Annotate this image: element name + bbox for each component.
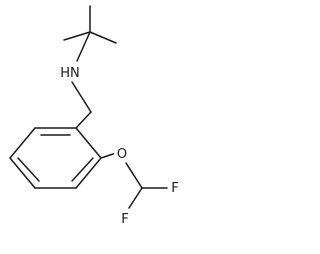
atom-label-fluorine-1: F: [171, 181, 178, 196]
ring-bond-6: [75, 127, 102, 159]
structure-canvas: HN O F F: [9, 5, 179, 227]
ring-bond-3: [9, 157, 36, 189]
ring-bond-2: [9, 127, 36, 159]
molecule-structure: HN O F F: [9, 5, 179, 227]
bond-tbu-methyl-left: [63, 31, 91, 41]
ring-double-bond-left: [17, 157, 40, 182]
ring-bond-5: [75, 157, 102, 189]
bond-tbu-nitrogen: [76, 31, 91, 62]
bond-tbu-methyl-right: [89, 31, 117, 44]
bond-chf2-fluorine-lower: [128, 187, 143, 209]
bond-ch2-ring: [75, 111, 92, 129]
bond-ring-oxygen: [100, 152, 117, 159]
atom-label-oxygen: O: [117, 147, 127, 162]
bond-nitrogen-ch2: [71, 81, 92, 113]
ring-double-bond-right: [71, 157, 94, 182]
atom-label-fluorine-2: F: [121, 212, 128, 227]
bond-oxygen-chf2: [125, 162, 143, 189]
atom-label-nh: HN: [60, 66, 80, 81]
